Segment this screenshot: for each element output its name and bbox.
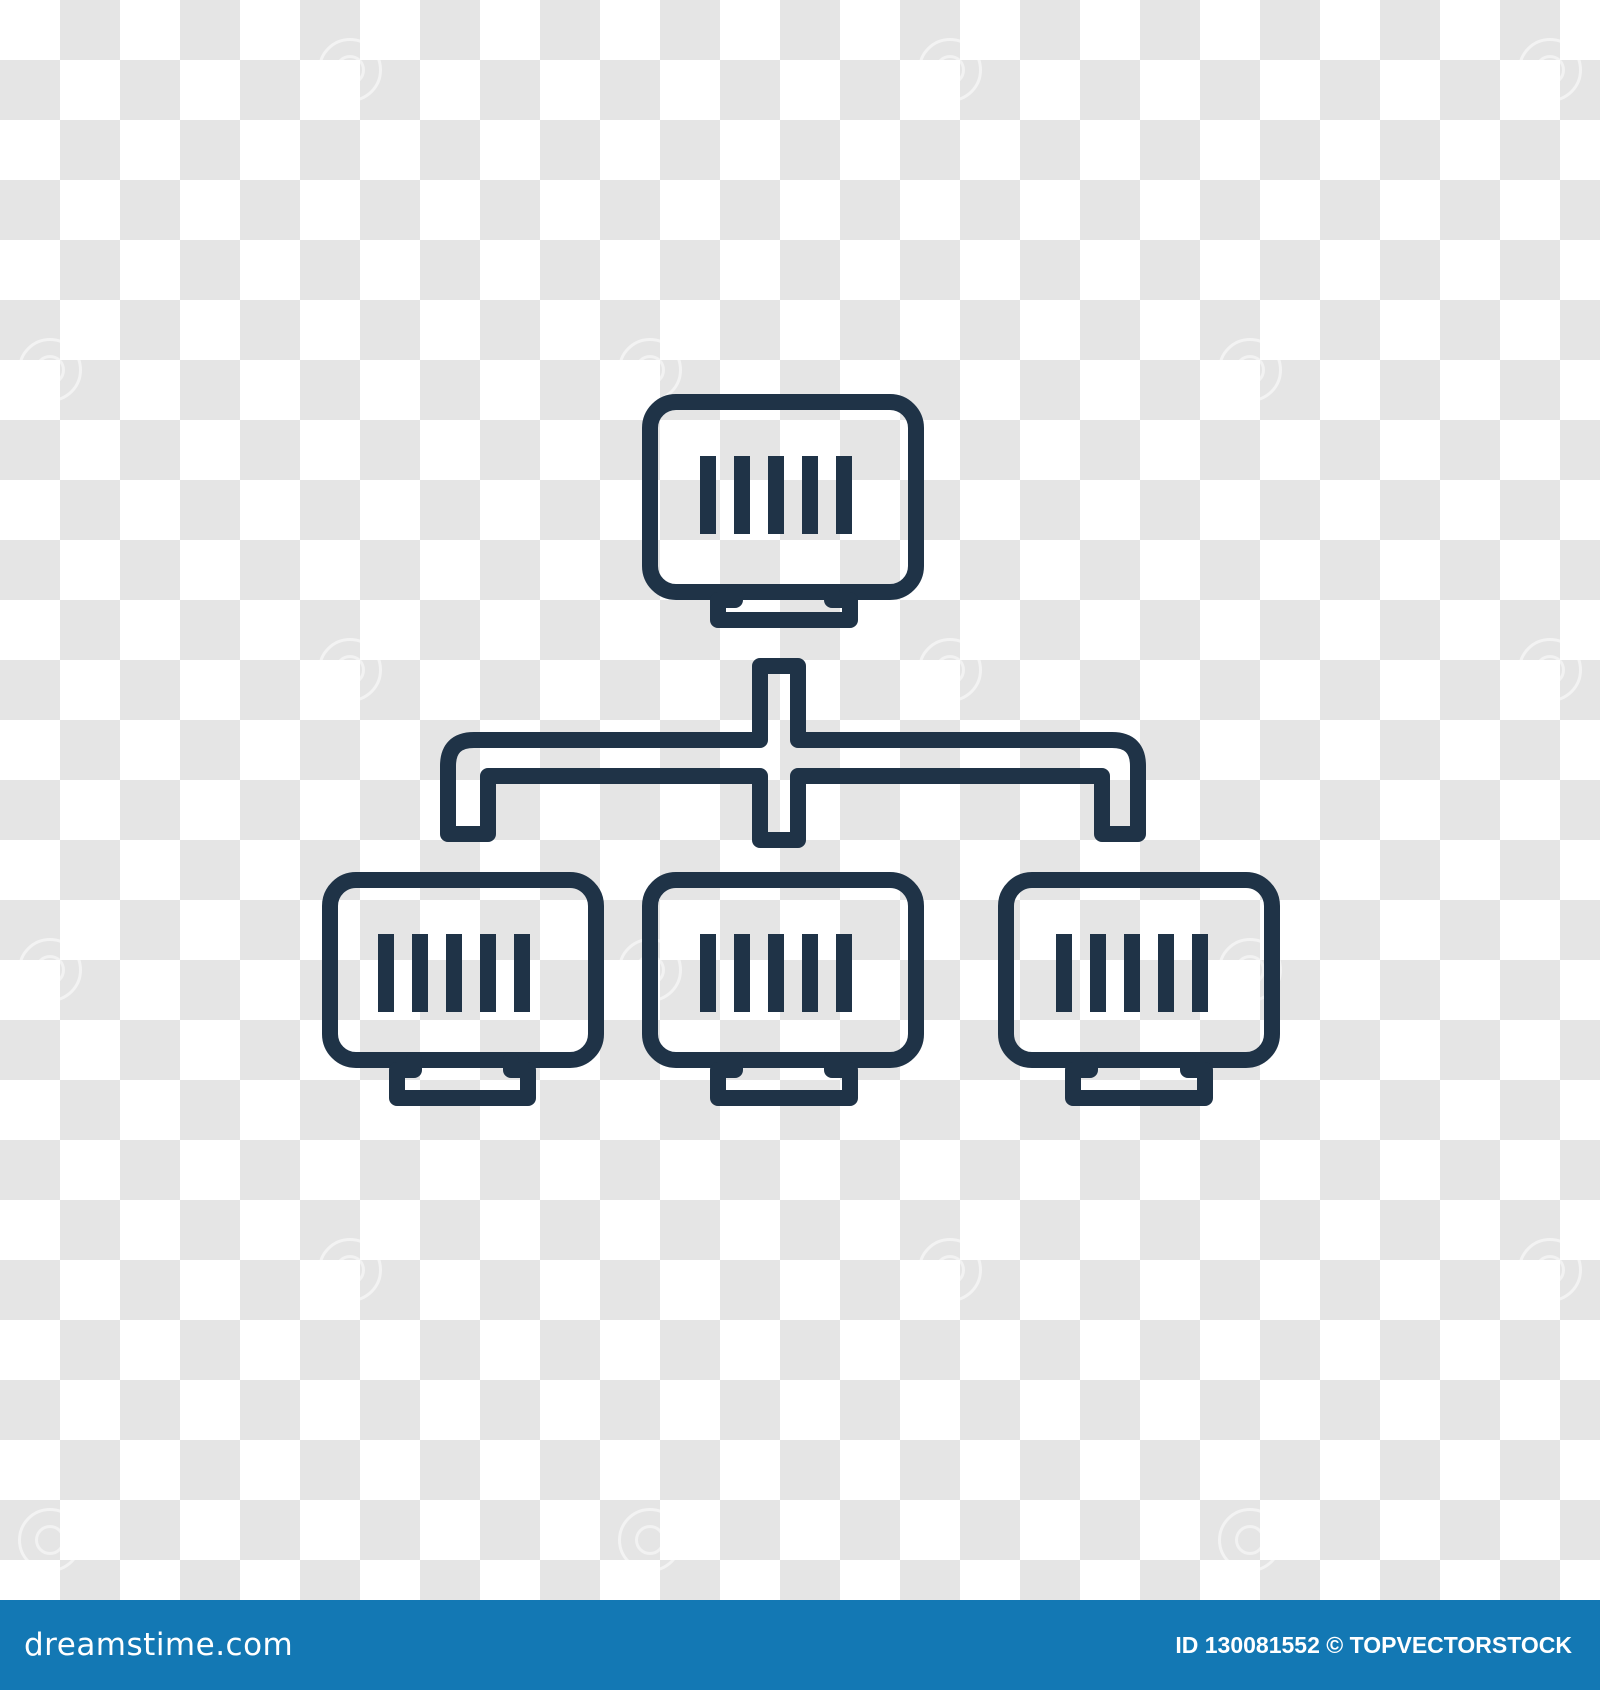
server-bars-icon bbox=[700, 934, 852, 1012]
server-bars-icon bbox=[700, 456, 852, 534]
id-label: ID bbox=[1175, 1631, 1199, 1658]
monitor-screen bbox=[642, 394, 924, 600]
monitor-stand bbox=[710, 1052, 858, 1106]
server-bars-icon bbox=[378, 934, 530, 1012]
author-name[interactable]: TOPVECTORSTOCK bbox=[1349, 1631, 1572, 1658]
top-computer-icon bbox=[642, 394, 924, 628]
bottom-middle-computer-icon bbox=[642, 872, 924, 1106]
monitor-screen bbox=[998, 872, 1280, 1068]
monitor-stand bbox=[389, 1052, 536, 1106]
brand-logo[interactable]: dreamstime.com bbox=[24, 1627, 294, 1663]
hierarchy-connector bbox=[440, 658, 1146, 848]
footer-bar: dreamstime.com ID 130081552 © TOPVECTORS… bbox=[0, 1600, 1600, 1690]
monitor-stand bbox=[710, 584, 858, 628]
monitor-stand bbox=[1065, 1052, 1213, 1106]
bottom-right-computer-icon bbox=[998, 872, 1280, 1106]
monitor-screen bbox=[322, 872, 604, 1068]
monitor-screen bbox=[642, 872, 924, 1068]
bottom-left-computer-icon bbox=[322, 872, 604, 1106]
image-id: 130081552 bbox=[1204, 1631, 1320, 1658]
image-credit: ID 130081552 © TOPVECTORSTOCK bbox=[1175, 1632, 1572, 1659]
copyright-icon: © bbox=[1326, 1631, 1344, 1658]
server-bars-icon bbox=[1056, 934, 1208, 1012]
